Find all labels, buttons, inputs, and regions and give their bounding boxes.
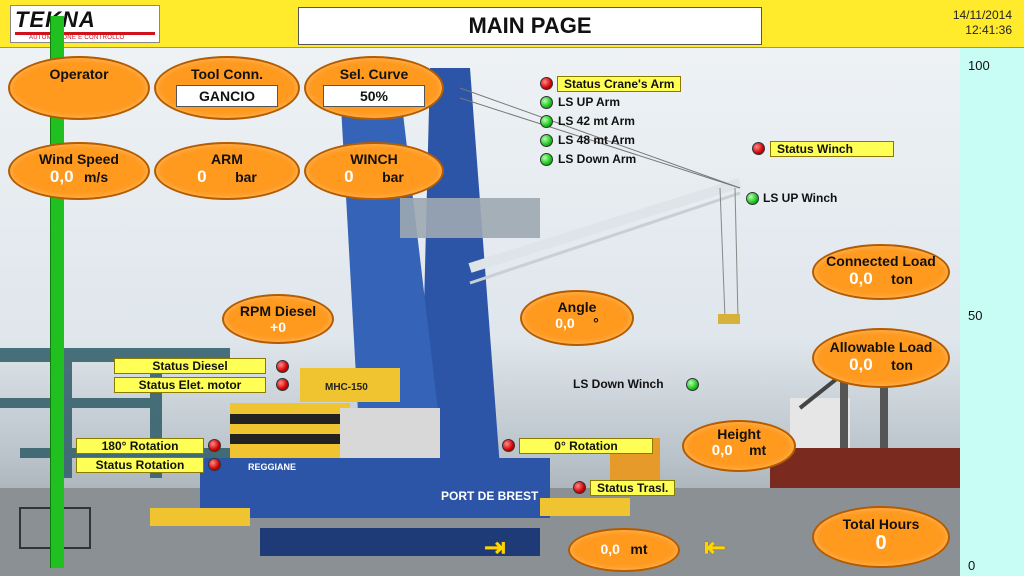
load-gauge: 100 50 0 <box>960 48 1024 576</box>
ls-down-arm-label: LS Down Arm <box>558 152 637 166</box>
traverse-value: 0,0 <box>600 541 620 557</box>
title-box: MAIN PAGE <box>298 7 762 45</box>
gauge-label-min: 0 <box>968 558 976 573</box>
ls-48-arm-led <box>540 134 553 147</box>
height-label: Height <box>717 426 761 442</box>
traverse-panel: 0,0 mt <box>568 528 680 572</box>
brand-label: REGGIANE <box>248 462 296 472</box>
rotation-status-label: Status Rotation <box>76 457 204 473</box>
winch-label: WINCH <box>350 151 398 167</box>
connected-load-panel: Connected Load 0,0 ton <box>812 244 950 300</box>
rpm-diesel-value: +0 <box>270 319 286 335</box>
diesel-status-label: Status Diesel <box>114 358 266 374</box>
elet-motor-status-label: Status Elet. motor <box>114 377 266 393</box>
traverse-right-arrow-icon: ⇥ <box>484 532 506 562</box>
rpm-diesel-panel: RPM Diesel +0 <box>222 294 334 344</box>
height-panel: Height 0,0 mt <box>682 420 796 472</box>
traverse-left-arrow-icon: ⇤ <box>704 532 726 562</box>
arm-value: 0 <box>197 167 207 186</box>
rotation-180-label: 180° Rotation <box>76 438 204 454</box>
ls-down-arm-led <box>540 153 553 166</box>
height-unit: mt <box>749 442 767 458</box>
rotation-0-label: 0° Rotation <box>519 438 653 454</box>
crane-arm-status-label: Status Crane's Arm <box>557 76 682 92</box>
rotation-status-led <box>208 458 221 471</box>
sel-curve-field[interactable]: 50% <box>323 85 425 107</box>
crane-arm-status-led <box>540 77 553 90</box>
operator-panel[interactable]: Operator <box>8 56 150 120</box>
diesel-status-led <box>276 360 289 373</box>
rotation-180-led <box>208 439 221 452</box>
logo-underline <box>15 32 155 35</box>
angle-value: 0,0 <box>555 315 575 331</box>
ls-42-arm-label: LS 42 mt Arm <box>558 114 635 128</box>
total-hours-panel: Total Hours 0 <box>812 506 950 568</box>
connected-load-label: Connected Load <box>826 253 936 269</box>
operator-label: Operator <box>49 66 109 82</box>
gauge-label-mid: 50 <box>968 308 983 323</box>
winch-pressure-panel: WINCH 0 bar <box>304 142 444 200</box>
allowable-load-value: 0,0 <box>849 355 873 374</box>
port-crane-background: PORT DE BREST MHC-150 REGGIANE <box>0 48 960 576</box>
time-display: 12:41:36 <box>965 23 1012 37</box>
datetime: 14/11/2014 12:41:36 <box>953 8 1012 38</box>
arm-pressure-panel: ARM 0 bar <box>154 142 300 200</box>
winch-unit: bar <box>382 169 404 185</box>
arm-unit: bar <box>235 169 257 185</box>
winch-status-led <box>752 142 765 155</box>
connected-load-unit: ton <box>891 271 913 287</box>
winch-value: 0 <box>344 167 354 186</box>
wind-speed-label: Wind Speed <box>39 151 119 167</box>
wind-speed-unit: m/s <box>83 169 109 185</box>
allowable-load-panel: Allowable Load 0,0 ton <box>812 328 950 388</box>
page-title: MAIN PAGE <box>468 13 592 38</box>
allowable-load-unit: ton <box>891 357 913 373</box>
ls-up-arm-led <box>540 96 553 109</box>
winch-status-label: Status Winch <box>770 141 894 157</box>
ls-42-arm-led <box>540 115 553 128</box>
allowable-load-label: Allowable Load <box>829 339 933 355</box>
tekna-logo: TEKNA AUTOMAZIONE E CONTROLLO <box>10 5 160 43</box>
tool-conn-field[interactable]: GANCIO <box>176 85 278 107</box>
total-hours-value: 0 <box>875 532 887 554</box>
angle-panel: Angle 0,0 ° <box>520 290 634 346</box>
arm-label: ARM <box>211 151 243 167</box>
height-value: 0,0 <box>711 442 733 459</box>
ls-up-winch-led <box>746 192 759 205</box>
date-display: 14/11/2014 <box>952 8 1012 22</box>
gauge-label-max: 100 <box>968 58 990 73</box>
port-label: PORT DE BREST <box>441 489 539 503</box>
trasl-status-led <box>573 481 586 494</box>
ls-down-winch-led <box>686 378 699 391</box>
elet-motor-status-led <box>276 378 289 391</box>
sel-curve-label: Sel. Curve <box>339 66 409 82</box>
rotation-0-led <box>502 439 515 452</box>
wind-speed-panel: Wind Speed 0,0 m/s <box>8 142 150 200</box>
logo-subtitle: AUTOMAZIONE E CONTROLLO <box>29 35 125 41</box>
tool-conn-label: Tool Conn. <box>190 66 264 82</box>
trasl-status-label: Status Trasl. <box>590 480 676 496</box>
connected-load-value: 0,0 <box>849 269 873 288</box>
ls-down-winch-label: LS Down Winch <box>573 377 664 391</box>
total-hours-label: Total Hours <box>842 516 920 532</box>
ls-up-winch-label: LS UP Winch <box>763 191 838 205</box>
rpm-diesel-label: RPM Diesel <box>239 303 317 319</box>
angle-unit: ° <box>593 315 599 331</box>
model-label: MHC-150 <box>325 382 368 393</box>
angle-label: Angle <box>557 299 597 315</box>
wind-speed-value: 0,0 <box>49 167 74 186</box>
header-bar: TEKNA AUTOMAZIONE E CONTROLLO MAIN PAGE … <box>0 0 1024 48</box>
ls-up-arm-label: LS UP Arm <box>558 95 621 109</box>
sel-curve-panel: Sel. Curve 50% <box>304 56 444 120</box>
tool-conn-panel: Tool Conn. GANCIO <box>154 56 300 120</box>
traverse-unit: mt <box>630 541 648 557</box>
ls-48-arm-label: LS 48 mt Arm <box>558 133 635 147</box>
crane-scene-graphic: PORT DE BREST MHC-150 REGGIANE <box>0 68 960 576</box>
